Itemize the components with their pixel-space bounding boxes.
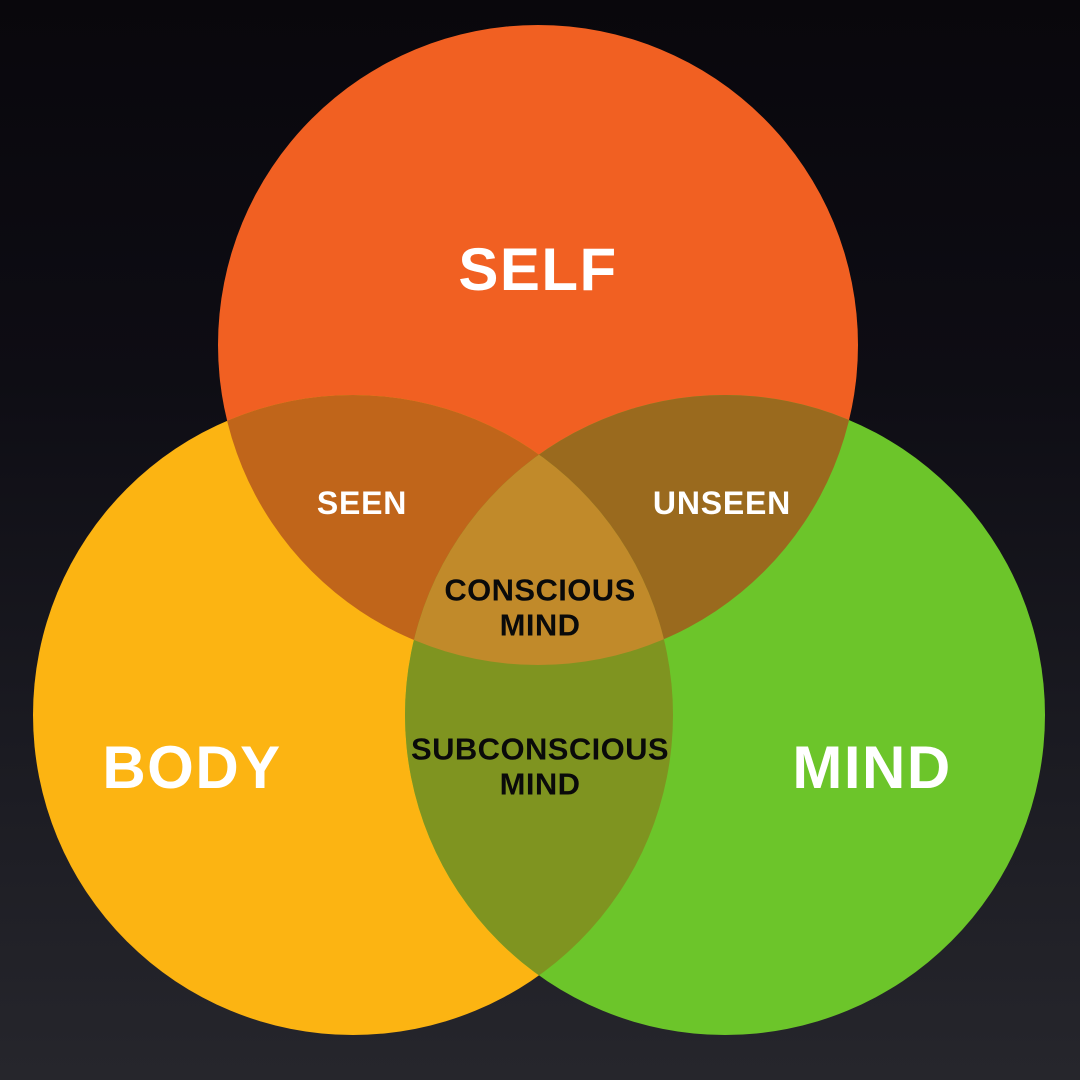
region-triple-outer: [405, 395, 673, 665]
